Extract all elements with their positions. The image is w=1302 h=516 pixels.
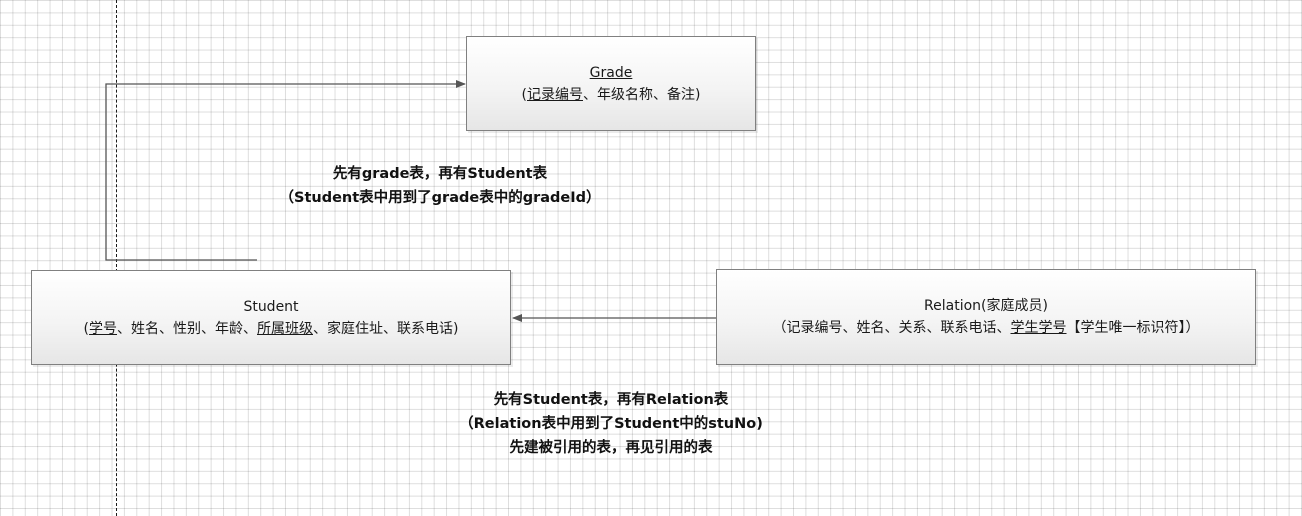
note-grade-student: 先有grade表，再有Student表 （Student表中用到了grade表中… xyxy=(260,162,620,210)
note-grade-student-line-1: 先有grade表，再有Student表 xyxy=(332,166,548,182)
student-entity-fields: (学号、姓名、性别、年龄、所属班级、家庭住址、联系电话) xyxy=(83,320,459,337)
grade-entity-box[interactable]: Grade (记录编号、年级名称、备注) xyxy=(466,36,756,131)
relation-entity-fields: （记录编号、姓名、关系、联系电话、学生学号【学生唯一标识符】） xyxy=(772,320,1200,336)
grade-entity-fields: (记录编号、年级名称、备注) xyxy=(521,86,701,103)
relation-entity-title: Relation(家庭成员) xyxy=(924,298,1048,314)
grade-entity-title: Grade xyxy=(589,64,633,81)
note-student-relation: 先有Student表，再有Relation表 （Relation表中用到了Stu… xyxy=(438,388,784,460)
student-entity-box[interactable]: Student (学号、姓名、性别、年龄、所属班级、家庭住址、联系电话) xyxy=(31,270,511,365)
grade-primary-key: 记录编号 xyxy=(527,86,583,103)
relation-foreign-key: 学生学号 xyxy=(1010,320,1067,336)
note-student-relation-line-2: （Relation表中用到了Student中的stuNo) xyxy=(459,416,763,432)
student-foreign-key: 所属班级 xyxy=(257,320,313,337)
student-primary-key: 学号 xyxy=(89,320,117,337)
note-student-relation-line-3: 先建被引用的表，再见引用的表 xyxy=(509,440,713,456)
student-entity-title: Student xyxy=(243,298,299,315)
connector-student-to-grade[interactable] xyxy=(105,80,466,261)
note-student-relation-line-1: 先有Student表，再有Relation表 xyxy=(493,392,729,408)
relation-entity-box[interactable]: Relation(家庭成员) （记录编号、姓名、关系、联系电话、学生学号【学生唯… xyxy=(716,269,1256,365)
page-break-guide xyxy=(116,0,117,516)
note-grade-student-line-2: （Student表中用到了grade表中的gradeId） xyxy=(279,190,601,206)
